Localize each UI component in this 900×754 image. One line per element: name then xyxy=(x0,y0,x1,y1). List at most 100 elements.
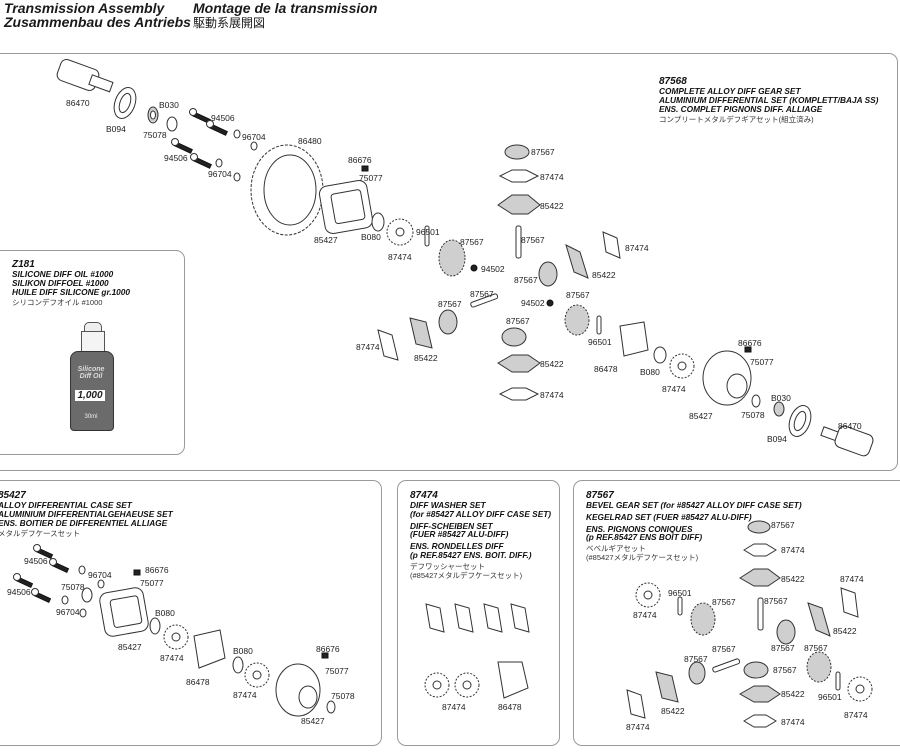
set-screw-icon xyxy=(321,652,329,659)
set-screw-icon xyxy=(361,165,369,172)
title-english: Transmission Assembly xyxy=(4,0,165,16)
washer-icon xyxy=(233,172,241,182)
part-number-label: B080 xyxy=(233,646,253,656)
part-number-label: 75078 xyxy=(331,691,355,701)
washer-icon xyxy=(743,543,777,557)
part-number-label: B030 xyxy=(771,393,791,403)
screw-icon xyxy=(31,588,52,604)
bottle-label-type: Diff Oil xyxy=(79,373,103,380)
part-number-label: 87567 xyxy=(566,290,590,300)
screw-icon xyxy=(190,153,212,169)
part-number-label: 87567 xyxy=(771,520,795,530)
diff-case-icon xyxy=(318,179,374,235)
washer-icon xyxy=(626,689,646,719)
part-number-label: 85422 xyxy=(540,359,564,369)
bevel-gear-icon xyxy=(538,261,558,287)
part-number-label: 87474 xyxy=(442,702,466,712)
title-german: Zusammenbau des Antriebs xyxy=(4,14,191,30)
washer-icon xyxy=(250,141,258,151)
part-number-label: 94506 xyxy=(24,556,48,566)
diff-case-icon xyxy=(275,663,321,717)
washer-set-code: 87474 xyxy=(410,490,438,501)
washer-icon xyxy=(425,603,445,633)
case-set-line: ALLOY DIFFERENTIAL CASE SET xyxy=(0,500,132,510)
part-number-label: 87474 xyxy=(633,610,657,620)
part-number-label: 85422 xyxy=(781,574,805,584)
part-number-label: 86676 xyxy=(348,155,372,165)
part-number-label: 75078 xyxy=(61,582,85,592)
cross-plate-icon xyxy=(655,671,679,703)
bevel-set-line: KEGELRAD SET (FUER #85427 ALU-DIFF) xyxy=(586,511,752,522)
washer-icon xyxy=(498,169,540,183)
pinion-bolt-icon xyxy=(546,299,554,307)
part-number-label: 85427 xyxy=(689,411,713,421)
part-number-label: B080 xyxy=(361,232,381,242)
washer-set-line: ENS. RONDELLES DIFF xyxy=(410,541,504,552)
washer-set-line: DIFF WASHER SET xyxy=(410,500,486,510)
part-number-label: 96704 xyxy=(88,570,112,580)
washer-icon xyxy=(377,329,399,361)
bevel-gear-icon xyxy=(743,661,769,679)
bevel-set-jp: (#85427メタルデフケースセット) xyxy=(586,553,699,563)
cross-plate-icon xyxy=(739,568,781,587)
part-number-label: 87474 xyxy=(626,722,650,732)
cross-pin-icon xyxy=(470,293,499,308)
part-number-label: 87567 xyxy=(514,275,538,285)
washer-set-line: (p REF.85427 ENS. BOIT. DIFF.) xyxy=(410,549,532,560)
cross-plate-icon xyxy=(409,317,433,349)
part-number-label: 75077 xyxy=(750,357,774,367)
washer-icon xyxy=(79,608,87,618)
part-number-label: 87474 xyxy=(781,717,805,727)
bevel-set-line: (p REF.85427 ENS BOIT DIFF) xyxy=(586,532,703,543)
part-number-label: 87474 xyxy=(662,384,686,394)
shim-icon xyxy=(751,394,761,408)
part-number-label: 75078 xyxy=(143,130,167,140)
diff-case-icon xyxy=(99,587,149,637)
cross-plate-icon xyxy=(497,194,541,215)
part-number-label: 86480 xyxy=(298,136,322,146)
pinion-bolt-icon xyxy=(470,264,478,272)
part-number-label: 86470 xyxy=(838,421,862,431)
shim-icon xyxy=(81,587,93,603)
oil-title: Z181 SILICONE DIFF OIL #1000 SILIKON DIF… xyxy=(12,260,130,308)
bearing-icon xyxy=(232,656,244,674)
washer-icon xyxy=(840,587,859,618)
washer-icon xyxy=(233,129,241,139)
bevel-set-code: 87567 xyxy=(586,490,614,501)
part-number-label: 87567 xyxy=(521,235,545,245)
bottle-label-brand: Silicone xyxy=(77,366,105,373)
part-number-label: 85422 xyxy=(833,626,857,636)
main-set-code: 87568 xyxy=(659,76,687,87)
bearing-icon xyxy=(788,405,812,437)
washer-set-line: DIFF-SCHEIBEN SET xyxy=(410,520,493,531)
bearing-icon xyxy=(149,617,161,635)
oil-line: SILIKON DIFFOEL #1000 xyxy=(12,277,109,288)
bevel-set-title: 87567 BEVEL GEAR SET (for #85427 ALLOY D… xyxy=(586,490,802,563)
main-set-line: ENS. COMPLET PIGNONS DIFF. ALLIAGE xyxy=(659,103,823,114)
washer-set-title: 87474 DIFF WASHER SET (for #85427 ALLOY … xyxy=(410,491,551,580)
washer-icon xyxy=(454,603,474,633)
part-number-label: 85422 xyxy=(661,706,685,716)
part-number-label: 94502 xyxy=(481,264,505,274)
main-set-line: COMPLETE ALLOY DIFF GEAR SET xyxy=(659,86,801,96)
gear-washer-icon xyxy=(163,624,189,650)
washer-set-panel xyxy=(397,480,560,746)
part-number-label: 87474 xyxy=(840,574,864,584)
set-screw-icon xyxy=(133,569,141,576)
part-number-label: 75077 xyxy=(140,578,164,588)
part-number-label: 96704 xyxy=(242,132,266,142)
part-number-label: 94506 xyxy=(164,153,188,163)
main-set-title: 87568 COMPLETE ALLOY DIFF GEAR SET ALUMI… xyxy=(659,76,878,125)
part-number-label: 85427 xyxy=(314,235,338,245)
bevel-gear-icon xyxy=(688,661,706,685)
bearing-small-icon xyxy=(147,106,159,124)
part-number-label: 96501 xyxy=(668,588,692,598)
part-number-label: 75077 xyxy=(325,666,349,676)
washer-icon xyxy=(743,714,777,728)
washer-icon xyxy=(498,387,540,401)
washer-set-line: (FUER #85427 ALU-DIFF) xyxy=(410,529,509,540)
gear-washer-icon xyxy=(244,662,270,688)
part-number-label: 87567 xyxy=(804,643,828,653)
oil-jp: シリコンデフオイル #1000 xyxy=(12,298,103,308)
